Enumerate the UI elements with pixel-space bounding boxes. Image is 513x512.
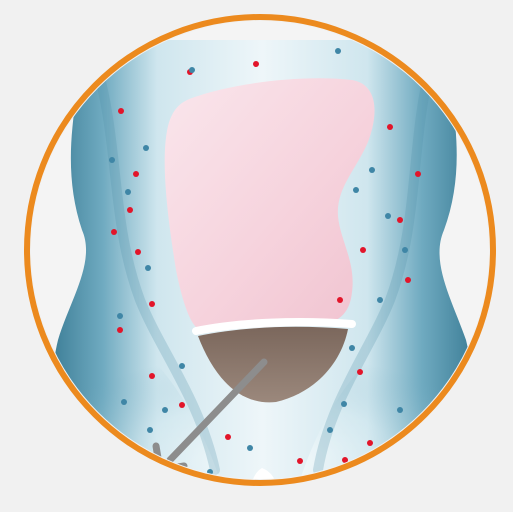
blue-dot bbox=[349, 345, 355, 351]
blue-dot bbox=[353, 187, 359, 193]
blue-dot bbox=[385, 213, 391, 219]
red-dot bbox=[127, 207, 133, 213]
red-dot bbox=[118, 108, 124, 114]
red-dot bbox=[133, 171, 139, 177]
red-dot bbox=[415, 171, 421, 177]
red-dot bbox=[179, 402, 185, 408]
blue-dot bbox=[125, 189, 131, 195]
blue-dot bbox=[247, 445, 253, 451]
red-dot bbox=[253, 61, 259, 67]
red-dot bbox=[397, 217, 403, 223]
blue-dot bbox=[162, 407, 168, 413]
red-dot bbox=[360, 247, 366, 253]
blue-dot bbox=[397, 407, 403, 413]
blue-dot bbox=[369, 167, 375, 173]
red-dot bbox=[367, 440, 373, 446]
blue-dot bbox=[327, 427, 333, 433]
blue-dot bbox=[145, 265, 151, 271]
red-dot bbox=[111, 229, 117, 235]
red-dot bbox=[357, 369, 363, 375]
red-dot bbox=[225, 434, 231, 440]
blue-dot bbox=[189, 67, 195, 73]
red-dot bbox=[149, 301, 155, 307]
red-dot bbox=[337, 297, 343, 303]
red-dot bbox=[405, 277, 411, 283]
red-dot bbox=[135, 249, 141, 255]
blue-dot bbox=[402, 247, 408, 253]
blue-dot bbox=[109, 157, 115, 163]
blue-dot bbox=[377, 297, 383, 303]
blue-dot bbox=[147, 427, 153, 433]
red-dot bbox=[342, 457, 348, 463]
red-dot bbox=[387, 124, 393, 130]
red-dot bbox=[297, 458, 303, 464]
red-dot bbox=[117, 327, 123, 333]
blue-dot bbox=[121, 399, 127, 405]
blue-dot bbox=[143, 145, 149, 151]
blue-dot bbox=[179, 363, 185, 369]
red-dot bbox=[149, 373, 155, 379]
blue-dot bbox=[341, 401, 347, 407]
blue-dot bbox=[117, 313, 123, 319]
blue-dot bbox=[335, 48, 341, 54]
